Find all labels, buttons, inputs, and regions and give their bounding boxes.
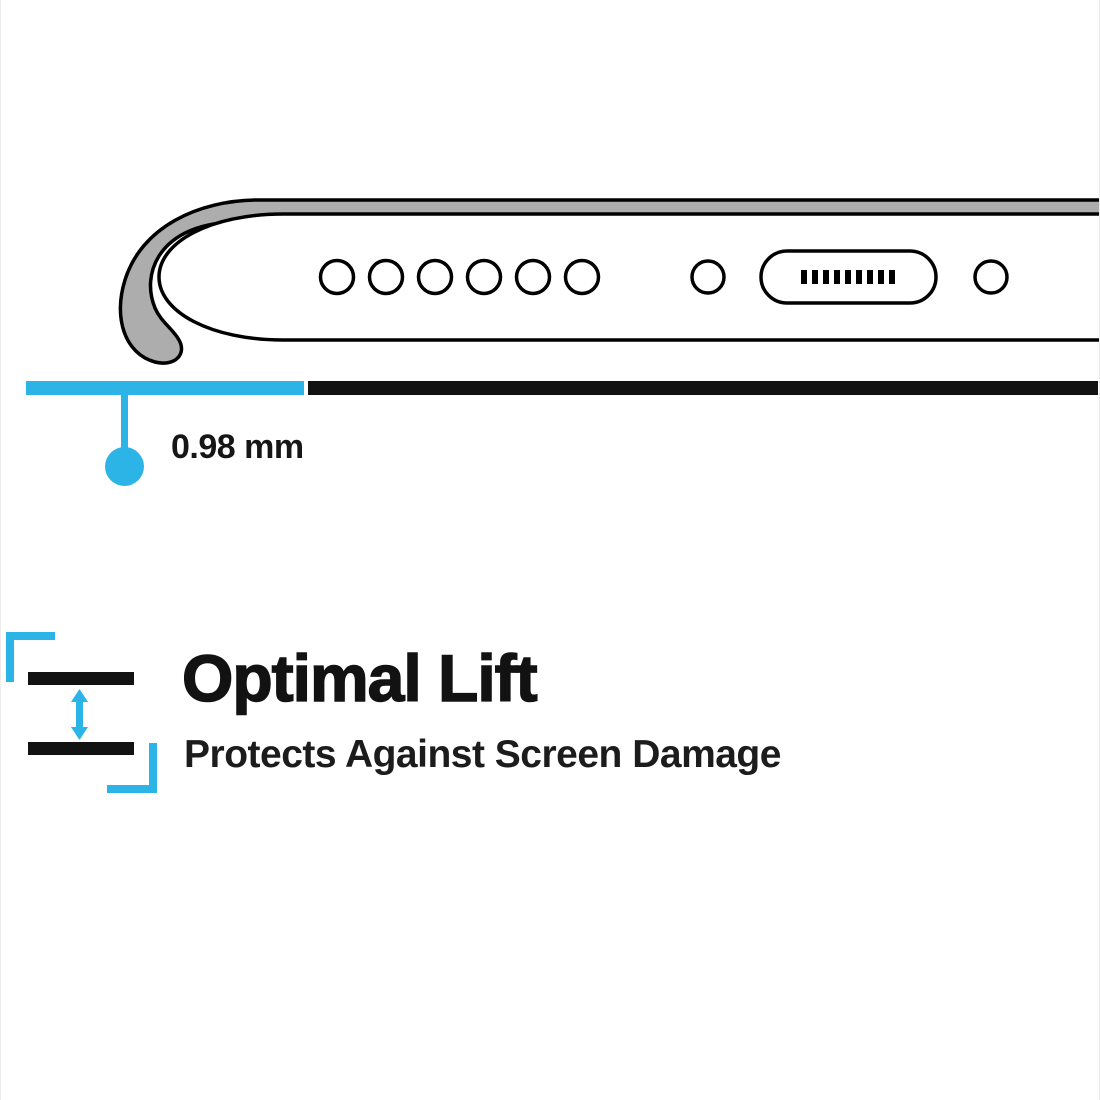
phone-bottom-illustration xyxy=(118,198,1099,365)
speaker-hole xyxy=(514,258,552,296)
speaker-hole xyxy=(563,258,601,296)
speaker-hole xyxy=(318,258,356,296)
feature-subtitle: Protects Against Screen Damage xyxy=(184,733,781,776)
lower-plate xyxy=(28,742,134,755)
speaker-hole xyxy=(465,258,503,296)
speaker-hole xyxy=(367,258,405,296)
measurement-pointer-dot xyxy=(105,447,144,486)
surface-line xyxy=(308,381,1098,395)
upper-plate xyxy=(28,672,134,685)
speaker-hole xyxy=(416,258,454,296)
screw-right xyxy=(973,259,1009,295)
phone-body xyxy=(157,212,1099,342)
screw-left xyxy=(690,259,726,295)
charging-port-pins xyxy=(801,270,895,284)
bracket-top-left-icon xyxy=(6,632,55,682)
lift-icon xyxy=(6,632,157,793)
measurement-label: 0.98 mm xyxy=(171,428,304,466)
bracket-bottom-right-icon xyxy=(107,743,157,793)
measurement-pointer-line xyxy=(121,395,128,453)
speaker-holes xyxy=(318,258,601,296)
feature-title: Optimal Lift xyxy=(181,640,538,716)
double-arrow-icon xyxy=(71,689,88,740)
charging-port xyxy=(759,249,938,305)
lift-highlight-bar xyxy=(26,381,304,395)
